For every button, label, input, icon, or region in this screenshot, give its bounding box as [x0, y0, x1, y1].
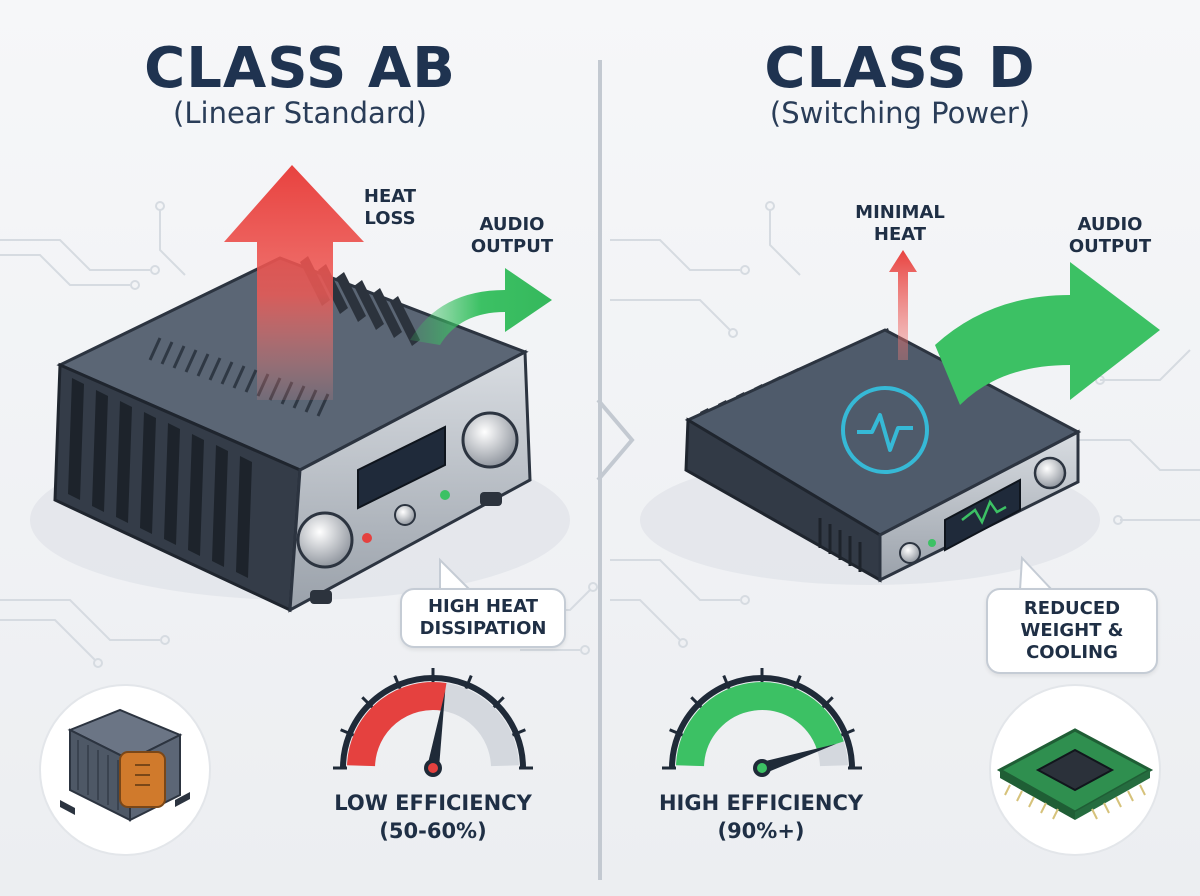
- reduced-weight-callout: REDUCED WEIGHT & COOLING: [986, 588, 1158, 674]
- gauge-low-tick: [361, 696, 374, 709]
- minimal-heat-line1: MINIMAL: [855, 202, 945, 223]
- high-efficiency-line1: HIGH EFFICIENCY: [658, 791, 864, 815]
- audio-output-right-line1: AUDIO: [1077, 214, 1143, 235]
- low-efficiency-label: LOW EFFICIENCY (50-60%): [283, 789, 583, 845]
- gauge-high-hub-light: [757, 763, 767, 773]
- class-d-amplifier: [640, 328, 1100, 585]
- gauge-high-fill: [676, 682, 844, 767]
- circuit-traces: [0, 201, 1200, 668]
- high-efficiency-label: HIGH EFFICIENCY (90%+): [611, 789, 911, 845]
- gauge-high-tick: [821, 696, 834, 709]
- gauge-high-tick: [793, 675, 802, 690]
- class-ab-amplifier: [30, 256, 570, 613]
- low-efficiency-line2: (50-60%): [379, 819, 487, 843]
- heat-loss-label-line1: HEAT: [363, 186, 417, 207]
- minimal-heat-arrow: [889, 250, 917, 360]
- gauge-low-fill: [347, 682, 447, 767]
- gauge-high-tick: [669, 728, 684, 737]
- high-heat-callout-line1: HIGH HEAT: [427, 596, 539, 617]
- gauge-high-tick: [690, 696, 703, 709]
- efficiency-gauge-low: [333, 668, 533, 777]
- audio-output-label-left: AUDIO OUTPUT: [462, 214, 562, 258]
- chip-icon: [989, 684, 1161, 856]
- gauge-low-tick: [340, 728, 355, 737]
- gauge-low-hub-light: [428, 763, 438, 773]
- high-heat-callout: HIGH HEAT DISSIPATION: [400, 588, 566, 648]
- gauge-high-tick: [722, 675, 731, 690]
- gauge-low-tick: [393, 675, 402, 690]
- class-ab-subtitle: (Linear Standard): [173, 96, 427, 130]
- audio-output-left-line1: AUDIO: [479, 214, 545, 235]
- audio-output-arrow-left: [410, 268, 552, 345]
- low-efficiency-line1: LOW EFFICIENCY: [334, 791, 532, 815]
- heat-loss-arrow: [224, 165, 364, 400]
- heat-loss-label-line2: LOSS: [364, 208, 416, 229]
- heat-loss-label: HEAT LOSS: [350, 186, 430, 230]
- audio-output-right-line2: OUTPUT: [1068, 236, 1152, 257]
- class-d-title: CLASS D: [764, 36, 1036, 101]
- minimal-heat-label: MINIMAL HEAT: [845, 202, 955, 246]
- reduced-weight-line2: WEIGHT &: [1020, 620, 1124, 641]
- class-ab-title: CLASS AB: [144, 36, 456, 101]
- gauge-high-tick: [840, 728, 855, 737]
- minimal-heat-line2: HEAT: [873, 224, 927, 245]
- gauge-low-tick: [511, 728, 526, 737]
- high-heat-callout-line2: DISSIPATION: [419, 618, 547, 639]
- gauge-low-needle: [427, 690, 446, 769]
- high-efficiency-line2: (90%+): [717, 819, 805, 843]
- reduced-weight-line1: REDUCED: [1023, 598, 1121, 619]
- transformer-icon: [39, 684, 211, 856]
- class-d-subtitle: (Switching Power): [769, 96, 1031, 130]
- audio-output-label-right: AUDIO OUTPUT: [1060, 214, 1160, 258]
- gauge-low-tick: [492, 696, 505, 709]
- audio-output-left-line2: OUTPUT: [470, 236, 554, 257]
- efficiency-gauge-high: [662, 668, 862, 777]
- reduced-weight-line3: COOLING: [1026, 642, 1118, 663]
- gauge-low-tick: [464, 675, 473, 690]
- center-divider: [596, 60, 635, 880]
- audio-output-arrow-right: [935, 262, 1160, 405]
- gauge-high-needle: [760, 743, 837, 774]
